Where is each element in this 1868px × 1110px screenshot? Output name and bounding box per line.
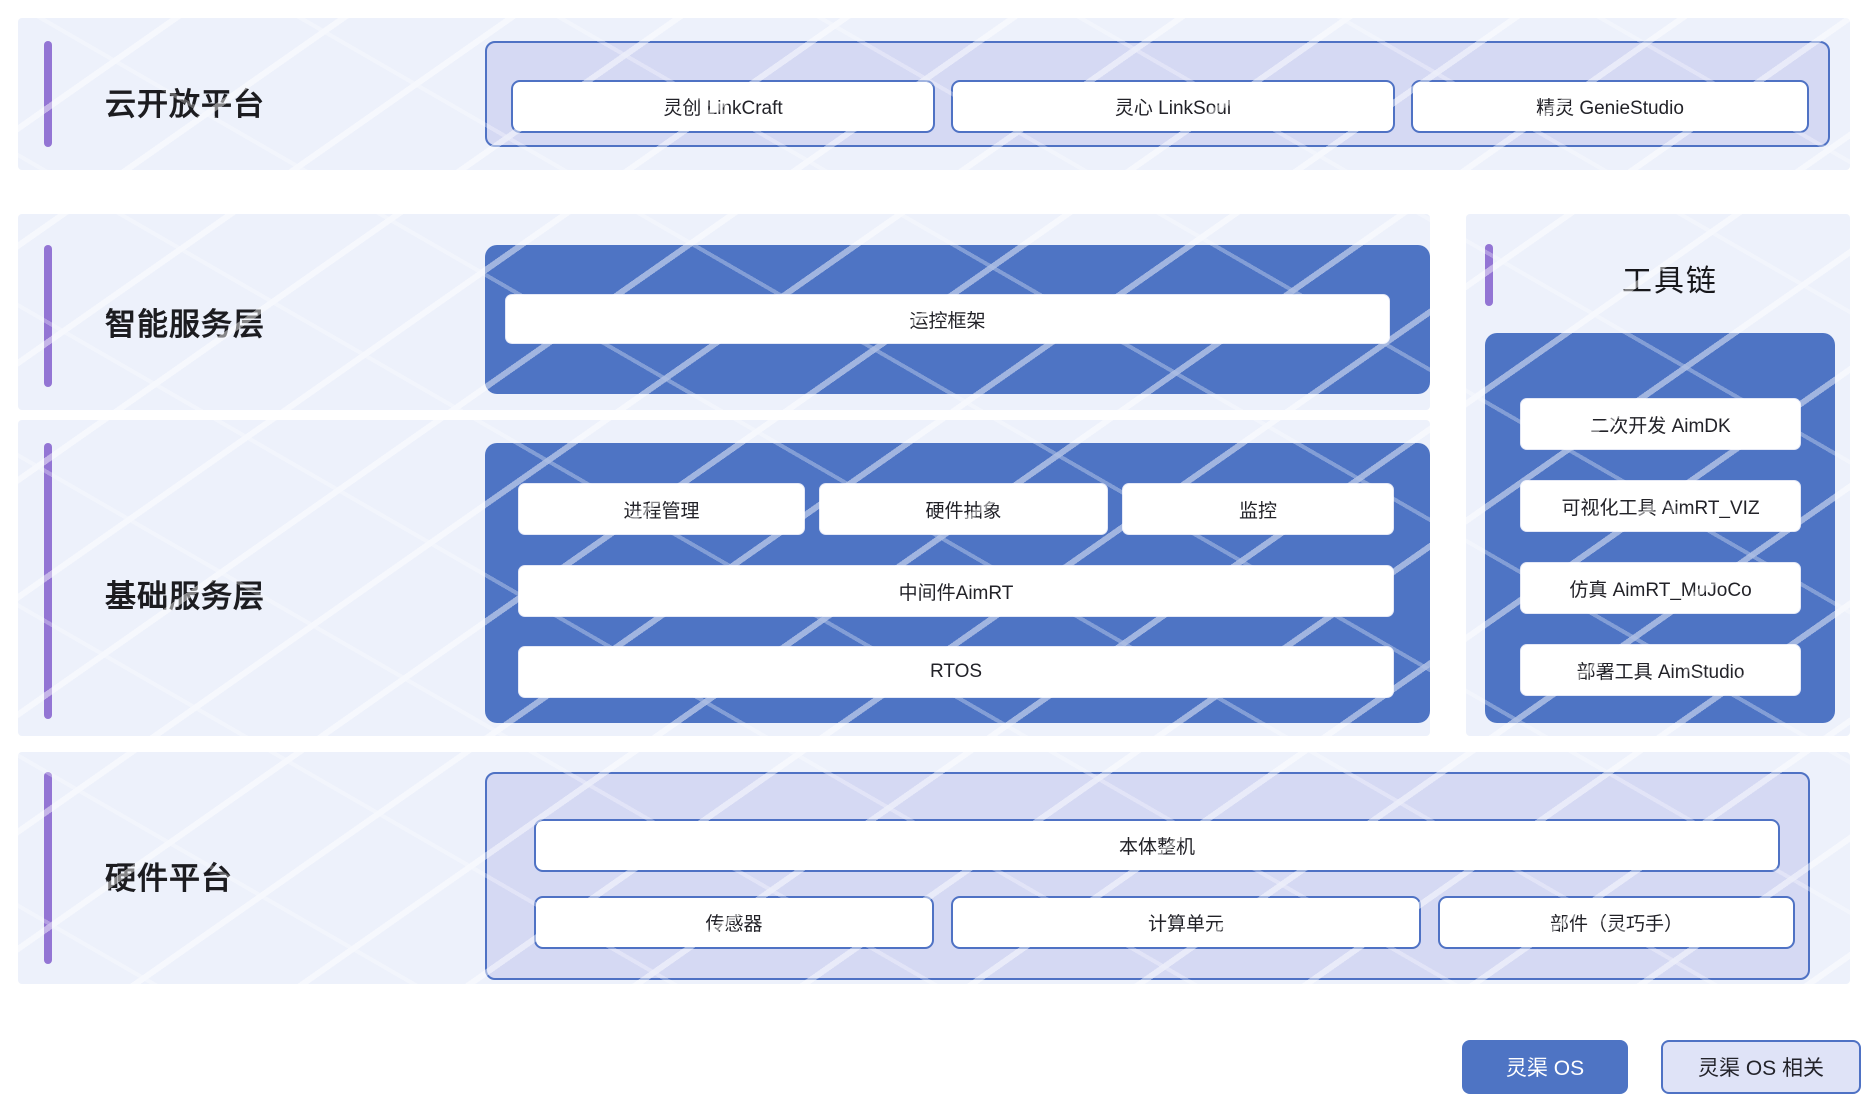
card-aimrt-mujoco[interactable]: 仿真 AimRT_MuJoCo — [1520, 562, 1801, 614]
card-hardware-abstraction[interactable]: 硬件抽象 — [819, 483, 1108, 535]
card-aimrt-viz[interactable]: 可视化工具 AimRT_VIZ — [1520, 480, 1801, 532]
row-label-cloud-open-platform: 云开放平台 — [105, 87, 265, 122]
card-process-management[interactable]: 进程管理 — [518, 483, 805, 535]
accent-bar-hardware-platform — [44, 772, 52, 964]
toolchain-title: 工具链 — [1622, 265, 1718, 298]
accent-bar-basic-service-layer — [44, 443, 52, 719]
card-motion-control-framework[interactable]: 运控框架 — [505, 294, 1390, 344]
card-body-whole-machine[interactable]: 本体整机 — [534, 819, 1780, 872]
card-rtos[interactable]: RTOS — [518, 646, 1394, 698]
row-label-intelligent-service-layer: 智能服务层 — [105, 307, 265, 342]
card-aimstudio[interactable]: 部署工具 AimStudio — [1520, 644, 1801, 696]
legend-lingqu-os[interactable]: 灵渠 OS — [1462, 1040, 1628, 1094]
card-aimdk[interactable]: 二次开发 AimDK — [1520, 398, 1801, 450]
card-compute-unit[interactable]: 计算单元 — [951, 896, 1421, 949]
row-label-basic-service-layer: 基础服务层 — [105, 579, 265, 614]
accent-bar-cloud-open-platform — [44, 41, 52, 147]
card-sensor[interactable]: 传感器 — [534, 896, 934, 949]
card-dexterous-hand[interactable]: 部件（灵巧手） — [1438, 896, 1795, 949]
card-middleware-aimrt[interactable]: 中间件AimRT — [518, 565, 1394, 617]
card-monitoring[interactable]: 监控 — [1122, 483, 1394, 535]
card-linksoul[interactable]: 灵心 LinkSoul — [951, 80, 1395, 133]
legend-lingqu-os-related[interactable]: 灵渠 OS 相关 — [1661, 1040, 1861, 1094]
card-geniestudio[interactable]: 精灵 GenieStudio — [1411, 80, 1809, 133]
row-label-hardware-platform: 硬件平台 — [105, 861, 233, 896]
accent-bar-intelligent-service-layer — [44, 245, 52, 387]
card-linkcraft[interactable]: 灵创 LinkCraft — [511, 80, 935, 133]
accent-bar-toolchain — [1485, 244, 1493, 306]
